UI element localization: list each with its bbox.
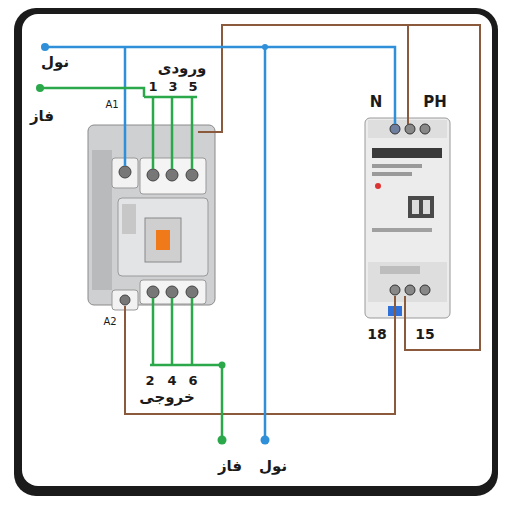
frame <box>14 8 498 496</box>
wire-label: نول <box>39 54 71 71</box>
neutral-terminal <box>41 43 49 51</box>
contactor <box>88 125 215 310</box>
terminal-name: N <box>368 94 385 111</box>
section-label: ورودی <box>156 60 209 77</box>
phase-wires <box>40 88 222 440</box>
terminal-number: 6 <box>186 373 199 388</box>
junction-dot <box>262 44 268 50</box>
terminal-number: 2 <box>143 373 156 388</box>
terminal-name: PH <box>421 94 449 111</box>
terminal-number: 3 <box>166 79 179 94</box>
terminal-number: 5 <box>186 79 199 94</box>
wire-label: فاز <box>28 108 56 125</box>
terminal-number: 18 <box>365 326 388 342</box>
phase-terminal <box>36 84 44 92</box>
panel <box>22 14 492 486</box>
terminal-name: A1 <box>103 99 120 111</box>
wire-label: نول <box>257 458 289 475</box>
terminal-number: 1 <box>146 79 159 94</box>
control-wires <box>125 25 480 414</box>
phase-protector-relay <box>365 118 450 318</box>
wire-label: فاز <box>216 458 244 475</box>
neutral-terminal <box>261 436 270 445</box>
junction-dot <box>219 362 226 369</box>
terminal-number: 15 <box>413 326 436 342</box>
section-label: خروجی <box>137 389 196 406</box>
terminal-number: 4 <box>165 373 178 388</box>
neutral-wires <box>45 47 395 440</box>
phase-terminal <box>218 436 227 445</box>
terminal-name: A2 <box>101 316 118 328</box>
